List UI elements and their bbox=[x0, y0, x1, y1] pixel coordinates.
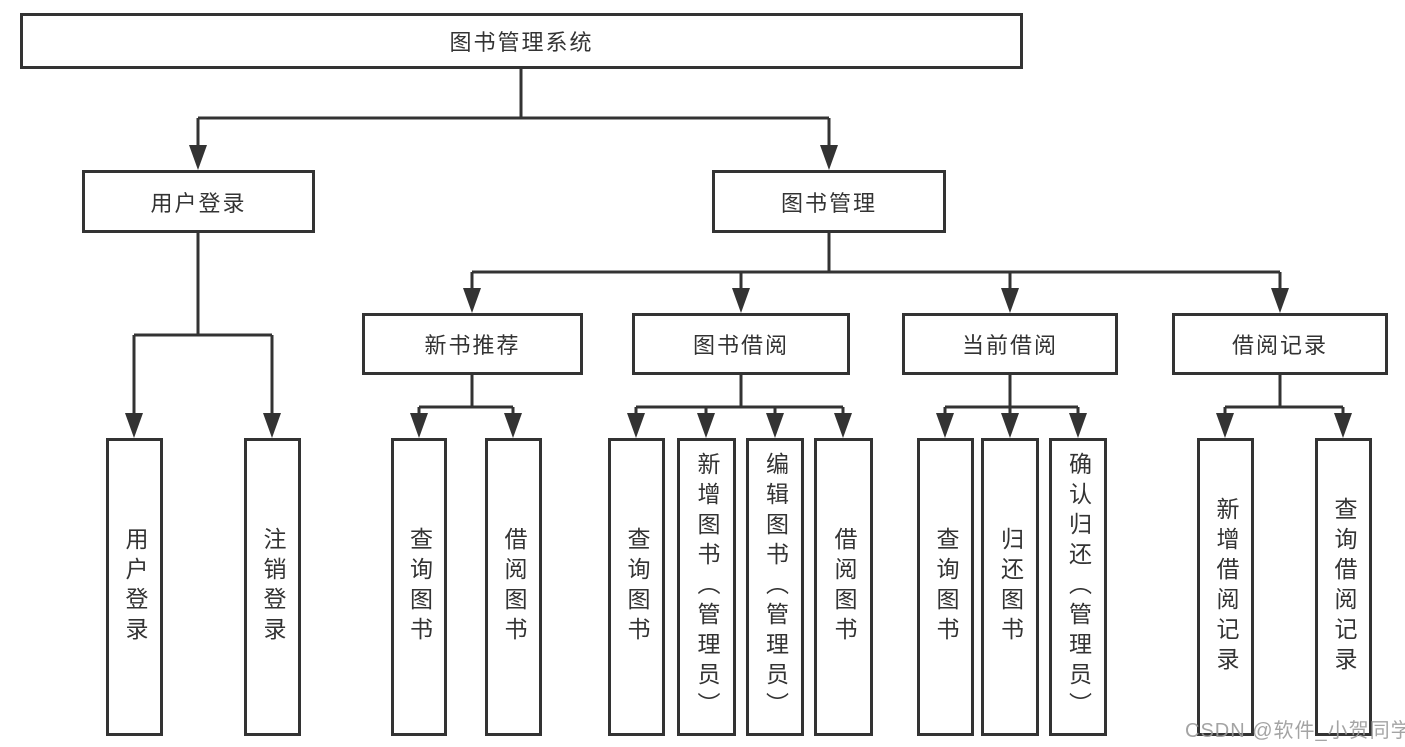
node-borrowing-records: 借阅记录 bbox=[1172, 313, 1388, 375]
connector-userlogin-to-leaves bbox=[132, 233, 274, 415]
connector-borrowrecord-to-leaves bbox=[1223, 375, 1345, 415]
connector-currentborrow-to-leaves bbox=[943, 375, 1080, 415]
leaf-current-query-books: 查询图书 bbox=[917, 438, 974, 736]
connector-root-to-level1 bbox=[196, 69, 831, 147]
leaf-borrowing-add-books-admin: 新增图书（管理员） bbox=[677, 438, 736, 736]
arrow-down-icon bbox=[125, 413, 143, 438]
arrow-down-icon bbox=[834, 413, 852, 438]
arrow-down-icon bbox=[697, 413, 715, 438]
node-label: 借阅记录 bbox=[1231, 333, 1328, 358]
node-label: 查询借阅记录 bbox=[1331, 497, 1357, 677]
arrowheads-level2 bbox=[463, 288, 1289, 313]
node-label: 新增借阅记录 bbox=[1213, 497, 1239, 677]
arrow-down-icon bbox=[766, 413, 784, 438]
node-label: 借阅图书 bbox=[831, 527, 857, 647]
connector-newbook-to-leaves bbox=[417, 375, 515, 415]
node-label: 图书管理系统 bbox=[449, 30, 594, 55]
node-label: 查询图书 bbox=[624, 527, 650, 647]
leaf-borrowing-borrow-books: 借阅图书 bbox=[814, 438, 873, 736]
node-label: 图书管理 bbox=[780, 190, 877, 216]
arrow-down-icon bbox=[936, 413, 954, 438]
arrow-down-icon bbox=[504, 413, 522, 438]
leaf-borrowing-query-books: 查询图书 bbox=[608, 438, 665, 736]
arrow-down-icon bbox=[627, 413, 645, 438]
node-book-management: 图书管理 bbox=[712, 170, 946, 233]
leaf-current-confirm-return-admin: 确认归还（管理员） bbox=[1049, 438, 1107, 736]
node-label: 借阅图书 bbox=[501, 527, 527, 647]
arrow-down-icon bbox=[732, 288, 750, 313]
node-label: 确认归还（管理员） bbox=[1065, 452, 1092, 722]
node-label: 查询图书 bbox=[933, 527, 959, 647]
node-label: 归还图书 bbox=[997, 527, 1024, 647]
leaf-current-return-books: 归还图书 bbox=[981, 438, 1039, 736]
node-label: 用户登录 bbox=[122, 527, 148, 647]
csdn-watermark: CSDN @软件_小贺同学 bbox=[1185, 720, 1405, 742]
arrow-down-icon bbox=[820, 145, 838, 170]
arrowheads-bookborrow bbox=[627, 413, 852, 438]
leaf-user-login: 用户登录 bbox=[106, 438, 163, 736]
arrow-down-icon bbox=[263, 413, 281, 438]
arrowheads-currentborrow bbox=[936, 413, 1087, 438]
arrow-down-icon bbox=[1001, 288, 1019, 313]
arrowheads-userlogin bbox=[125, 413, 281, 438]
node-label: 编辑图书（管理员） bbox=[762, 452, 789, 722]
arrow-down-icon bbox=[1271, 288, 1289, 313]
arrow-down-icon bbox=[463, 288, 481, 313]
arrowheads-level1 bbox=[189, 145, 838, 170]
node-book-borrowing: 图书借阅 bbox=[632, 313, 850, 375]
leaf-newbook-borrow-books: 借阅图书 bbox=[485, 438, 542, 736]
node-label: 图书借阅 bbox=[692, 333, 789, 358]
node-label: 注销登录 bbox=[260, 527, 286, 647]
node-label: 新书推荐 bbox=[424, 333, 521, 358]
node-current-borrowing: 当前借阅 bbox=[902, 313, 1118, 375]
leaf-records-add-record: 新增借阅记录 bbox=[1197, 438, 1254, 736]
node-label: 查询图书 bbox=[406, 527, 433, 647]
arrowheads-borrowrecord bbox=[1216, 413, 1352, 438]
node-label: 当前借阅 bbox=[961, 333, 1058, 358]
leaf-borrowing-edit-books-admin: 编辑图书（管理员） bbox=[746, 438, 804, 736]
connector-bookmgmt-to-level2 bbox=[470, 233, 1282, 290]
node-label: 用户登录 bbox=[150, 190, 247, 216]
arrow-down-icon bbox=[410, 413, 428, 438]
arrow-down-icon bbox=[1334, 413, 1352, 438]
node-new-book-recommendation: 新书推荐 bbox=[362, 313, 583, 375]
arrow-down-icon bbox=[189, 145, 207, 170]
node-library-management-system: 图书管理系统 bbox=[20, 13, 1023, 69]
arrow-down-icon bbox=[1069, 413, 1087, 438]
leaf-logout-login: 注销登录 bbox=[244, 438, 301, 736]
arrow-down-icon bbox=[1216, 413, 1234, 438]
node-user-login-branch: 用户登录 bbox=[82, 170, 315, 233]
leaf-records-query-record: 查询借阅记录 bbox=[1315, 438, 1372, 736]
leaf-newbook-query-books: 查询图书 bbox=[391, 438, 447, 736]
connector-bookborrow-to-leaves bbox=[634, 375, 845, 415]
arrow-down-icon bbox=[1001, 413, 1019, 438]
arrowheads-newbook bbox=[410, 413, 522, 438]
node-label: 新增图书（管理员） bbox=[694, 452, 720, 722]
